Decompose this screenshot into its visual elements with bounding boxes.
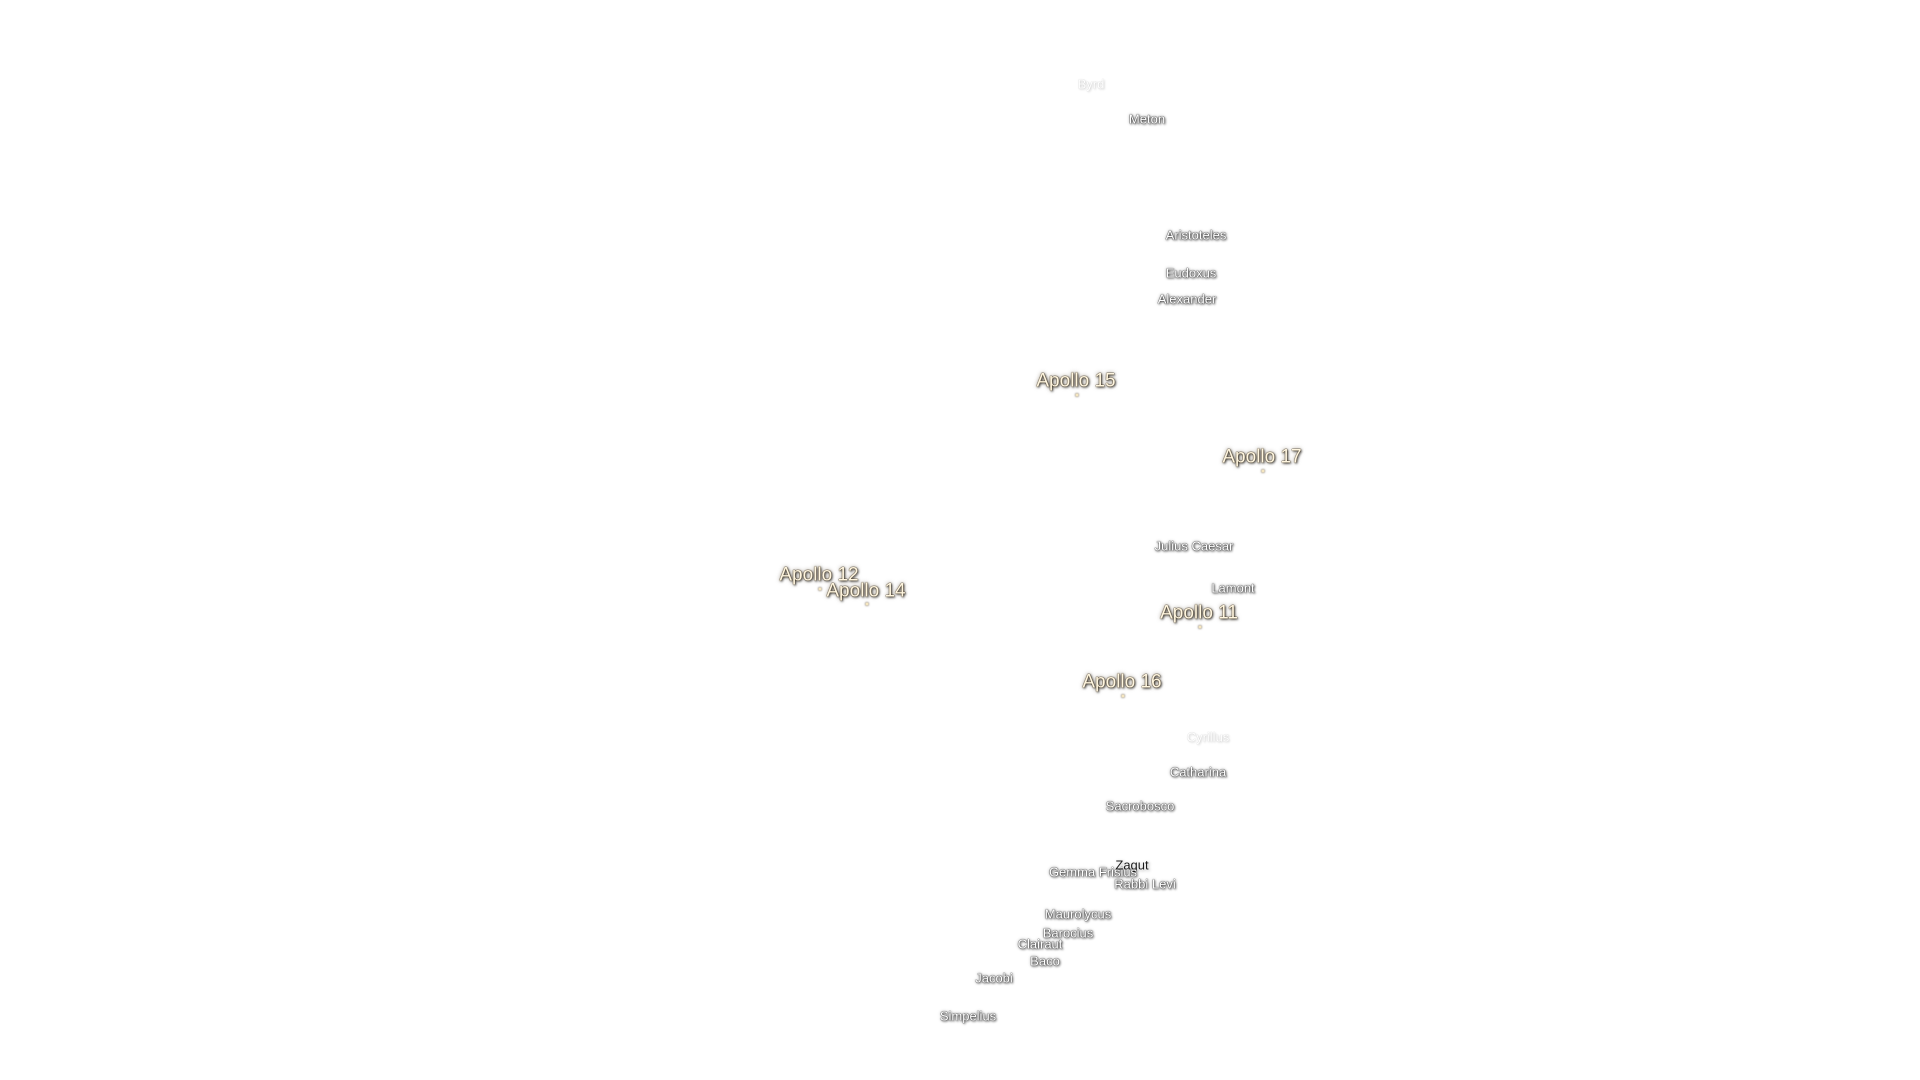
- crater-label-clairaut[interactable]: Clairaut: [1017, 936, 1063, 952]
- apollo-12-label[interactable]: Apollo 12: [779, 564, 859, 586]
- crater-label-simpelius[interactable]: Simpelius: [939, 1008, 997, 1024]
- crater-label-rabbi-levi[interactable]: Rabbi Levi: [1114, 876, 1176, 892]
- crater-label-alexander[interactable]: Alexander: [1157, 291, 1217, 307]
- apollo-15-site-marker[interactable]: [1075, 393, 1079, 397]
- apollo-16-site-marker[interactable]: [1121, 694, 1125, 698]
- crater-label-jacobi[interactable]: Jacobi: [975, 970, 1013, 986]
- crater-label-meton[interactable]: Meton: [1128, 111, 1166, 127]
- apollo-16-label[interactable]: Apollo 16: [1082, 671, 1162, 693]
- crater-label-aristoteles[interactable]: Aristoteles: [1165, 227, 1227, 243]
- crater-label-julius-caesar[interactable]: Julius Caesar: [1154, 538, 1234, 554]
- crater-label-lamont[interactable]: Lamont: [1211, 580, 1255, 596]
- apollo-14-label[interactable]: Apollo 14: [826, 580, 906, 602]
- crater-label-baco[interactable]: Baco: [1030, 953, 1060, 969]
- crater-label-catharina[interactable]: Catharina: [1169, 764, 1227, 780]
- crater-label-byrd[interactable]: Byrd: [1077, 76, 1105, 92]
- crater-label-barocius[interactable]: Barocius: [1042, 925, 1094, 941]
- apollo-15-label[interactable]: Apollo 15: [1036, 370, 1116, 392]
- apollo-11-site-marker[interactable]: [1198, 625, 1202, 629]
- apollo-17-site-marker[interactable]: [1261, 469, 1265, 473]
- apollo-11-label[interactable]: Apollo 11: [1160, 602, 1238, 624]
- crater-label-sacrobosco[interactable]: Sacrobosco: [1105, 798, 1175, 814]
- crater-label-zagut[interactable]: Zagut: [1115, 857, 1149, 873]
- crater-label-maurolycus[interactable]: Maurolycus: [1044, 906, 1112, 922]
- apollo-17-label[interactable]: Apollo 17: [1222, 446, 1302, 468]
- apollo-12-site-marker[interactable]: [818, 587, 822, 591]
- crater-label-eudoxus[interactable]: Eudoxus: [1165, 265, 1217, 281]
- apollo-14-site-marker[interactable]: [865, 602, 869, 606]
- crater-label-cyrillus[interactable]: Cyrillus: [1186, 729, 1230, 745]
- crater-label-gemma-frisius[interactable]: Gemma Frisius: [1048, 864, 1138, 880]
